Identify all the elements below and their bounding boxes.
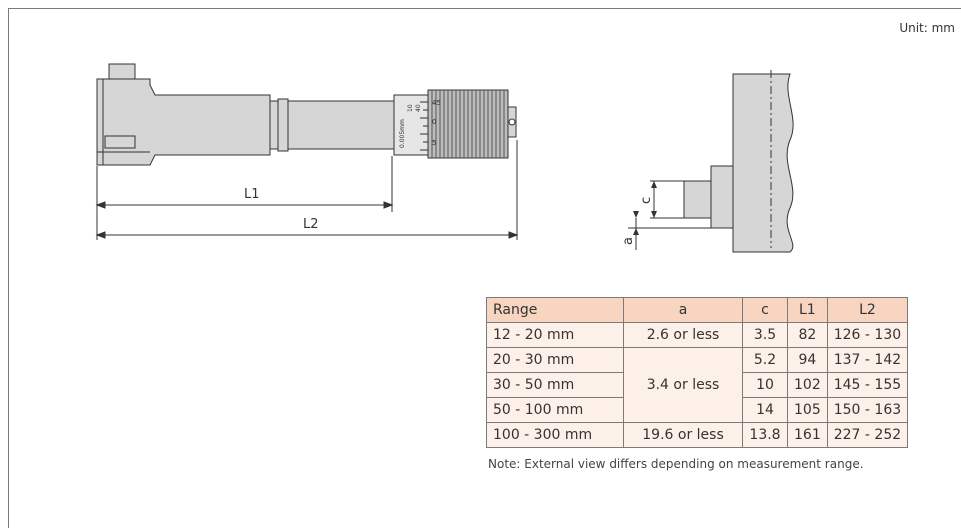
dim-label-L2: L2 xyxy=(303,217,319,232)
header-a: a xyxy=(623,297,743,323)
cell-range: 30 - 50 mm xyxy=(486,372,624,398)
cell-L2: 126 - 130 xyxy=(826,322,909,348)
cell-range: 12 - 20 mm xyxy=(486,322,624,348)
contact-point xyxy=(683,180,712,219)
contact-detail-view xyxy=(628,70,794,253)
anvil-holder xyxy=(710,165,734,229)
head-slot xyxy=(104,135,136,149)
cell-L1: 105 xyxy=(787,397,828,423)
cell-a-merged: 3.4 or less xyxy=(623,347,743,423)
micrometer-side-view xyxy=(96,63,517,166)
table-row: 20 - 30 mm 3.4 or less 5.2 94 137 - 142 xyxy=(486,347,909,423)
thimble-resolution: 0.005mm xyxy=(399,119,406,148)
sleeve xyxy=(287,100,395,150)
collar xyxy=(269,100,279,150)
cell-range: 50 - 100 mm xyxy=(486,397,624,423)
scale-mark-5: 5 xyxy=(432,139,436,147)
cell-L2: 137 - 142 xyxy=(826,347,909,373)
cell-c: 5.2 xyxy=(742,347,788,373)
dim-label-L1: L1 xyxy=(244,187,260,202)
cell-c: 14 xyxy=(742,397,788,423)
knurl-lines xyxy=(431,90,505,158)
cell-c: 10 xyxy=(742,372,788,398)
specification-table: Range a c L1 L2 12 - 20 mm 2.6 or less 3… xyxy=(486,297,909,448)
header-c: c xyxy=(742,297,788,323)
cell-c: 3.5 xyxy=(742,322,788,348)
cell-L1: 161 xyxy=(787,422,828,448)
cell-L1: 102 xyxy=(787,372,828,398)
thimble-graduations xyxy=(420,101,428,151)
dimension-lines xyxy=(95,140,519,240)
table-row: 12 - 20 mm 2.6 or less 3.5 82 126 - 130 xyxy=(486,322,909,348)
footnote: Note: External view differs depending on… xyxy=(488,457,864,471)
top-clamp xyxy=(108,63,136,81)
unit-label: Unit: mm xyxy=(899,21,955,35)
table-row: 30 - 50 mm 10 102 145 - 155 xyxy=(486,372,909,398)
cap-hole xyxy=(508,118,516,126)
cell-L1: 94 xyxy=(787,347,828,373)
thimble-mark-40: 40 xyxy=(415,104,422,112)
thimble-mark-10: 10 xyxy=(407,104,414,112)
cell-L1: 82 xyxy=(787,322,828,348)
header-L2: L2 xyxy=(826,297,909,323)
drawing-frame xyxy=(8,8,961,528)
cell-L2: 150 - 163 xyxy=(826,397,909,423)
cell-a: 19.6 or less xyxy=(623,422,743,448)
header-range: Range xyxy=(486,297,624,323)
cell-c: 13.8 xyxy=(742,422,788,448)
table-row: 50 - 100 mm 14 105 150 - 163 xyxy=(486,397,909,423)
header-L1: L1 xyxy=(787,297,828,323)
scale-mark-0: 0 xyxy=(432,118,436,126)
cell-L2: 227 - 252 xyxy=(826,422,909,448)
dim-label-c: c xyxy=(639,197,654,204)
table-header-row: Range a c L1 L2 xyxy=(486,297,909,323)
cell-range: 100 - 300 mm xyxy=(486,422,624,448)
dim-label-a: a xyxy=(621,237,636,245)
scale-mark-45: 45 xyxy=(432,99,441,107)
collar-ring xyxy=(277,98,289,152)
bore-wall xyxy=(732,73,794,253)
cell-L2: 145 - 155 xyxy=(826,372,909,398)
cell-range: 20 - 30 mm xyxy=(486,347,624,373)
table-row: 100 - 300 mm 19.6 or less 13.8 161 227 -… xyxy=(486,422,909,448)
cell-a: 2.6 or less xyxy=(623,322,743,348)
